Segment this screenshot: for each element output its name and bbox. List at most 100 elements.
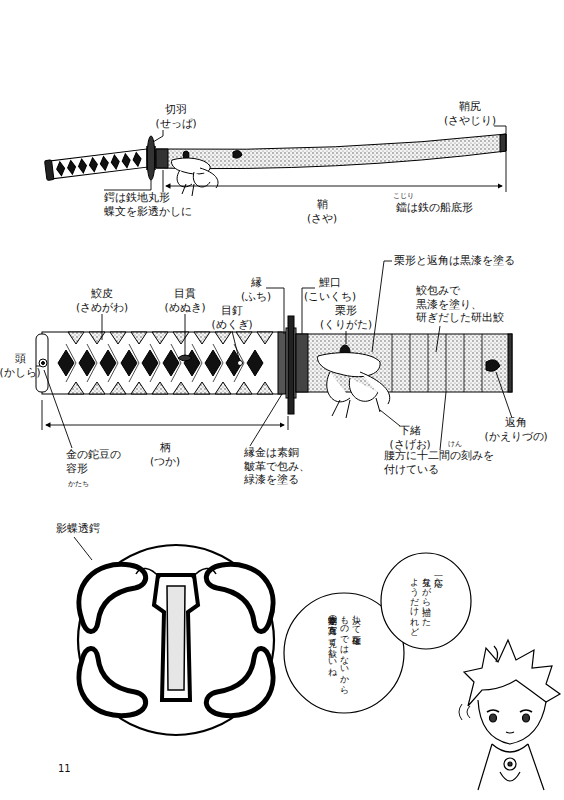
part-label: 柄 (つか) (150, 441, 180, 468)
tsuba (288, 316, 294, 414)
top-sageo-part (200, 168, 218, 188)
middle-leaders-part (185, 314, 186, 356)
top-sword-part (154, 146, 156, 170)
part-label: 頭 (かしら) (0, 352, 41, 379)
furigana: こじり (393, 192, 414, 201)
chibi-character-part (506, 732, 514, 733)
part-label: 影蝶透鍔 (56, 522, 100, 536)
chibi-character-part (494, 646, 498, 662)
kage-cho-tsuba (74, 537, 274, 735)
bubble-text: 一応な 見ながら描いた ようだけれど (408, 571, 443, 631)
kage-cho-tsuba-part (78, 545, 274, 735)
sageo-part (327, 372, 350, 402)
kage-cho-tsuba-part (206, 564, 273, 631)
middle-leaders-part (440, 392, 446, 450)
kage-cho-tsuba-part (79, 564, 146, 631)
chibi-character-part (478, 744, 544, 790)
part-label: 縁 (ふち) (241, 276, 271, 303)
part-label: 鐺は鉄の船底形 (396, 201, 473, 215)
top-leaders-part (153, 130, 163, 142)
middle-sword-part (42, 362, 45, 365)
sageo-part (360, 372, 390, 404)
part-label: 鞘尻 (さやじり) (444, 100, 496, 127)
chibi-character-part (459, 704, 470, 720)
middle-leaders-part (372, 261, 392, 352)
chibi-character-part (490, 714, 497, 722)
top-sword-part (146, 146, 148, 170)
top-handle-part (50, 149, 149, 179)
bubble-text-area: 一応な 見ながら描いた ようだけれど (380, 552, 472, 650)
furigana: かたち (68, 480, 89, 489)
middle-leaders-part (496, 372, 512, 418)
middle-leaders-part (346, 331, 347, 344)
sageo-part (318, 353, 381, 377)
middle-leaders-part (232, 331, 239, 359)
sageo-part (332, 398, 380, 418)
top-leaders-part (104, 180, 151, 190)
koiguchi (296, 334, 308, 392)
part-label: 鯉口 (こいくち) (304, 276, 356, 303)
top-handle-part (45, 160, 54, 181)
middle-leaders-part (380, 410, 400, 426)
part-label: 鍔は鉄地丸形 蝶文を影透かしに (104, 191, 192, 220)
middle-sword-part (286, 328, 288, 398)
kage-cho-tsuba-part (167, 586, 185, 690)
top-sageo-part (177, 170, 192, 187)
middle-leaders-part (436, 326, 440, 352)
handle (42, 332, 282, 394)
middle-leaders (36, 261, 512, 450)
top-leaders-part (163, 170, 164, 192)
bubble-ellipse (381, 553, 471, 649)
part-label: 鮫包みで 黒漆を塗り、 研ぎだした研出鮫 (416, 284, 504, 325)
part-label: 目貫 (めぬき) (164, 287, 205, 314)
middle-leaders-part (102, 314, 103, 340)
part-label: 栗形と返角は黒漆を塗る (394, 254, 515, 268)
middle-leaders-part (250, 394, 282, 446)
chibi-character-part (464, 640, 560, 706)
chibi-character-part (523, 714, 530, 722)
top-handle-part (56, 152, 142, 176)
bubble-ellipse (284, 593, 404, 713)
part-label: 金の鉈豆の 容形 (66, 448, 121, 475)
part-label: 11 (58, 762, 71, 775)
top-kojiri (500, 134, 506, 152)
handle-cord (66, 344, 244, 382)
part-label: 鮫皮 (さめがわ) (76, 287, 128, 314)
middle-leaders-part (42, 400, 43, 430)
top-leaders-part (166, 186, 502, 187)
sageo (318, 353, 390, 418)
mekugi (238, 361, 243, 366)
part-label: 腰方に十二間の刻みを 付けている (384, 449, 494, 476)
furigana: けん (448, 440, 462, 449)
chibi-character-part (487, 710, 499, 712)
middle-sword-part (508, 334, 512, 392)
speech-bubble: 一応な 見ながら描いた ようだけれど (380, 552, 472, 650)
fuchi (278, 332, 286, 394)
top-handle (45, 148, 150, 180)
part-label: 目釘 (めくぎ) (211, 304, 252, 331)
top-leaders-part (494, 126, 506, 192)
kage-cho-tsuba-part (154, 575, 198, 700)
chibi-character-part (504, 758, 516, 770)
chibi-character (459, 640, 560, 790)
part-label: 栗形 (くりがた) (320, 304, 372, 331)
kaerizuno (486, 360, 500, 372)
part-label: 切羽 (せっぱ) (155, 103, 196, 130)
handle-diamonds (58, 350, 263, 376)
top-koiguchi (156, 149, 168, 168)
part-label: 返角 (かえりづの) (484, 416, 547, 443)
kage-cho-tsuba-part (206, 648, 273, 715)
chibi-character-part (500, 772, 520, 781)
middle-leaders-part (288, 416, 289, 430)
bubble-text: 決して正確な ものではないから、 是非本物の写真を 見て欲しいね (326, 609, 361, 698)
middle-leaders-part (46, 425, 284, 426)
part-label: 縁金は素銅 皺革で包み、 緑漆を塗る (244, 446, 310, 487)
kage-cho-tsuba-part (136, 568, 216, 578)
middle-leaders-part (44, 370, 72, 448)
kashira (36, 334, 48, 392)
top-sageo (172, 158, 219, 196)
top-kaerizuno (233, 151, 242, 159)
part-label: 鞘 (さや) (307, 198, 337, 225)
part-label: 下緒 (さげお) (389, 424, 430, 451)
